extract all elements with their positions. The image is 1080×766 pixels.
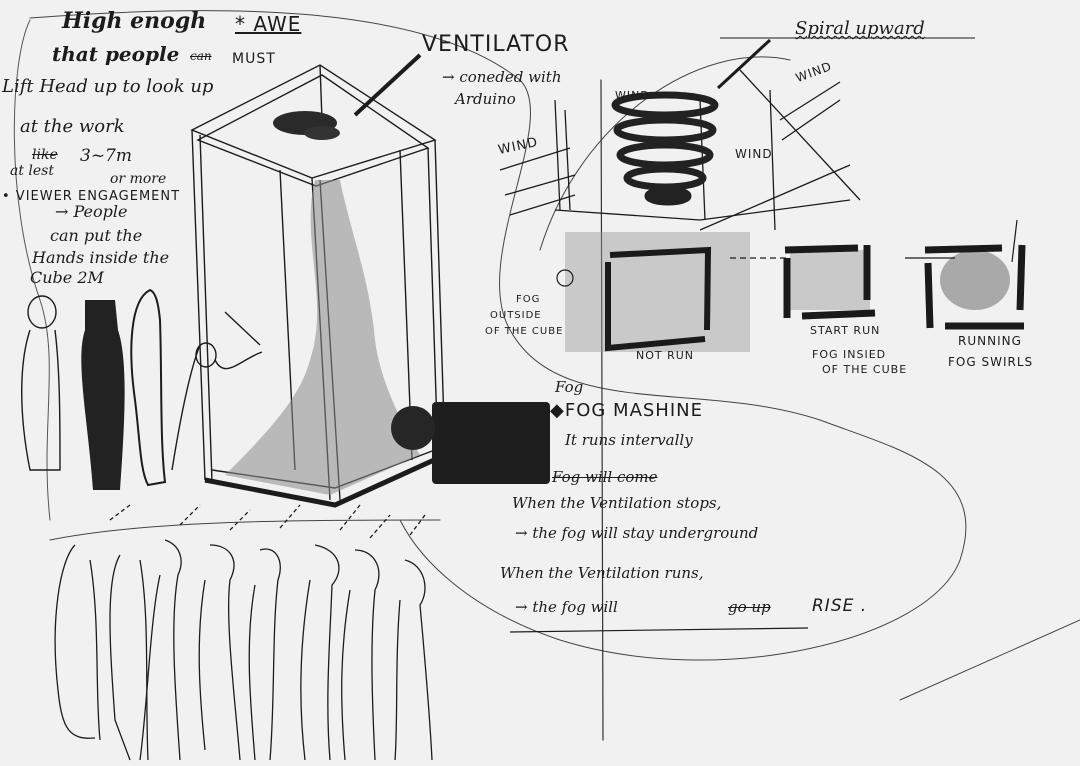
fog-machine-note: It runs intervally — [565, 431, 693, 449]
note-high-enough: High enogh — [62, 8, 207, 34]
ventilation-stops-line: When the Ventilation stops, — [512, 494, 722, 512]
start-run-label: START RUN — [810, 324, 881, 337]
fog-inside-label-2: OF THE CUBE — [822, 363, 908, 376]
ventilator-note-arduino: Arduino — [455, 90, 516, 108]
state-not-run — [605, 246, 712, 352]
fog-outside-label-2: OUTSIDE — [490, 310, 542, 321]
fog-outside-label-3: OF THE CUBE — [485, 326, 564, 337]
crowd-figures — [54, 504, 433, 761]
ventilator-pointer — [353, 53, 422, 117]
note-at-least: at lest — [10, 163, 54, 179]
fog-will-line: → the fog will — [515, 598, 618, 616]
ventilator-note-connected: → coneded with — [442, 68, 562, 86]
rise-label: RISE . — [812, 596, 868, 616]
outline-curve-left — [13, 19, 51, 521]
fog-machine-body — [432, 402, 550, 484]
dark-figure — [81, 300, 125, 490]
wind-label-3: WIND — [735, 147, 773, 161]
viewer-figures-left — [21, 288, 263, 487]
fog-column — [225, 180, 420, 495]
state-start-run — [783, 244, 876, 320]
outline-bottom — [49, 519, 441, 541]
note-can-struck: can — [190, 49, 212, 63]
note-that-people: that people — [52, 42, 180, 66]
spiral-fog — [611, 91, 719, 206]
note-or-more: or more — [110, 171, 167, 187]
not-run-label: NOT RUN — [636, 349, 695, 362]
spiral-upward-title: Spiral upward — [795, 18, 925, 39]
note-height: 3~7m — [80, 146, 132, 166]
go-up-struck: go up — [728, 598, 771, 616]
ventilator-title: VENTILATOR — [422, 32, 570, 57]
running-label: RUNNING — [958, 334, 1022, 348]
fog-small-label: Fog — [555, 378, 584, 396]
ventilation-runs-line: When the Ventilation runs, — [500, 564, 704, 582]
note-like-struck: like — [32, 147, 58, 163]
note-at-the-work: at the work — [20, 116, 125, 137]
note-cube: Cube 2M — [30, 268, 104, 287]
note-awe: * AWE — [235, 12, 302, 36]
note-viewer-engagement: • VIEWER ENGAGEMENT — [2, 189, 181, 204]
fog-swirls-label: FOG SWIRLS — [948, 355, 1034, 369]
fog-will-come-struck: Fog will come — [552, 468, 658, 486]
note-people: → People — [55, 202, 128, 221]
fog-inside-shading — [790, 250, 870, 310]
outline-curve-top — [29, 10, 967, 661]
note-must: MUST — [232, 51, 276, 67]
fog-stay-underground-line: → the fog will stay underground — [515, 524, 759, 542]
state-running — [924, 244, 1026, 330]
divider-line — [600, 79, 604, 741]
note-can-put: can put the — [50, 226, 143, 245]
fog-swirl — [940, 250, 1010, 310]
wind-label-1: WIND — [615, 89, 650, 102]
fog-machine-title: ◆FOG MASHINE — [550, 400, 703, 421]
fog-inside-label-1: FOG INSIED — [812, 348, 887, 361]
note-hands-inside: Hands inside the — [32, 248, 170, 267]
note-lift-head: Lift Head up to look up — [2, 76, 214, 97]
fog-outside-label-1: FOG — [516, 294, 541, 305]
